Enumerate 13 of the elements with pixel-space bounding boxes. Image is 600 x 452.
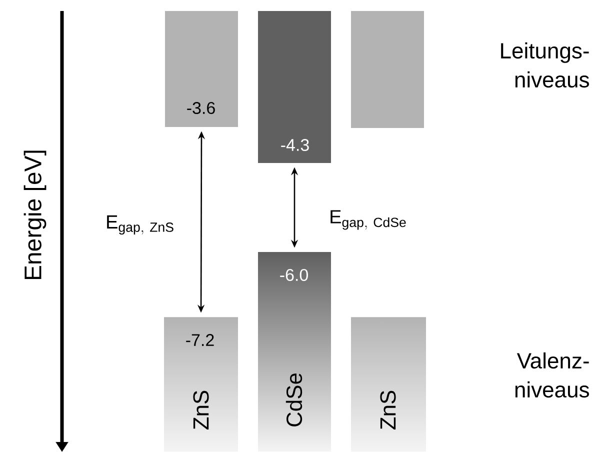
energy-value: -4.3 [281,138,309,152]
material-label: ZnS [380,390,396,430]
energy-value: -3.6 [187,102,215,114]
material-label: ZnS [193,390,209,430]
material-label: CdSe [286,373,302,426]
band-label: Valenz- niveaus [515,352,589,398]
band-box [351,11,424,128]
band-label: Leitungs- niveaus [501,42,589,88]
edge-label: $\mathrm{E}_{\mathrm{gap,\ CdSe}}$ [330,210,406,230]
energy-value: -6.0 [280,268,308,282]
energy-value: -7.2 [186,334,214,346]
edge-label: $\mathrm{E}_{\mathrm{gap,\ ZnS}}$ [107,215,174,235]
axis-label: Energie [eV] [24,150,46,280]
